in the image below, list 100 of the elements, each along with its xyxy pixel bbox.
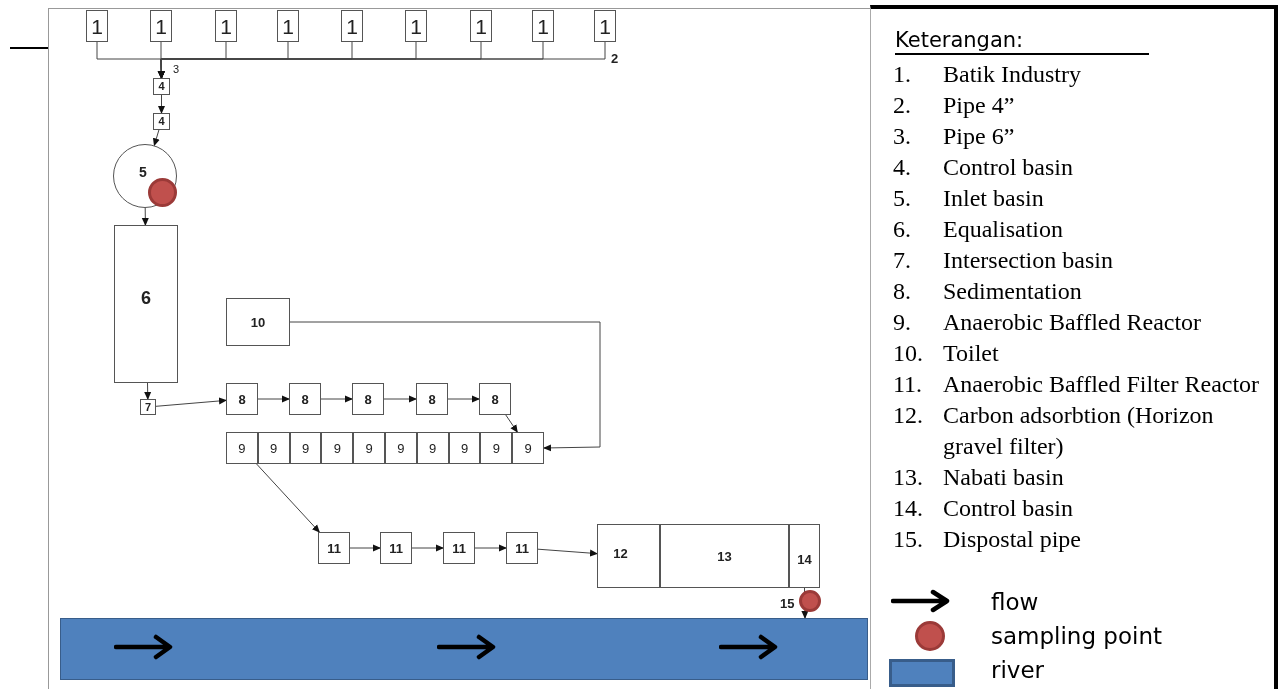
legend-item-text: Nabati basin — [943, 463, 1065, 492]
flow-arrow — [349, 544, 381, 552]
process-box — [470, 10, 492, 42]
list-number: 3. — [893, 122, 912, 151]
node-number: 1 — [220, 15, 232, 37]
node-number: 8 — [364, 392, 372, 406]
legend-item-text: Anaerobic Baffled Reactor — [943, 308, 1203, 337]
process-box — [257, 432, 290, 464]
list-number: 14. — [893, 494, 924, 523]
legend-item-text: Dispostal pipe — [943, 525, 1082, 554]
flow-arrow — [141, 207, 149, 226]
legend-item-text: Toilet — [943, 339, 1000, 368]
process-box — [150, 10, 172, 42]
process-box — [512, 432, 544, 464]
node-number: 1 — [475, 15, 487, 37]
node-number: 12 — [613, 546, 628, 560]
list-number: 15. — [893, 525, 924, 554]
process-box — [443, 532, 475, 564]
list-number: 4. — [893, 153, 912, 182]
node-number: 9 — [238, 441, 246, 455]
flow-arrow — [144, 382, 152, 400]
node-number: 7 — [144, 401, 152, 413]
flow-arrow — [411, 544, 444, 552]
node-number: 9 — [333, 441, 341, 455]
node-number: 11 — [515, 541, 529, 555]
list-number: 10. — [893, 339, 924, 368]
process-box — [480, 432, 513, 464]
flow-arrow — [447, 395, 480, 403]
process-box — [215, 10, 237, 42]
legend-label: sampling point — [991, 622, 1162, 651]
list-number: 8. — [893, 277, 912, 306]
node-number: 13 — [717, 549, 732, 563]
node-number: 6 — [141, 289, 151, 307]
process-box — [506, 532, 538, 564]
node-number: 8 — [301, 392, 309, 406]
flow-arrow — [383, 395, 417, 403]
callout-number: 15 — [780, 597, 795, 610]
legend-label: flow — [991, 588, 1039, 617]
node-number: 1 — [282, 15, 294, 37]
process-box — [341, 10, 363, 42]
legend-item-text: Control basin — [943, 153, 1074, 182]
process-box — [277, 10, 299, 42]
node-number: 9 — [270, 441, 278, 455]
node-number: 1 — [91, 15, 103, 37]
legend-title: Keterangan: — [895, 27, 1149, 55]
list-number: 11. — [893, 370, 924, 399]
node-number: 1 — [155, 15, 167, 37]
process-box — [352, 383, 384, 415]
node-number: 8 — [491, 392, 499, 406]
process-box — [321, 432, 354, 464]
node-number: 9 — [492, 441, 500, 455]
legend-item-text: Intersection basin — [943, 246, 1114, 275]
node-number: 8 — [428, 392, 436, 406]
process-box — [594, 10, 616, 42]
node-number: 14 — [797, 552, 812, 566]
process-box — [416, 432, 449, 464]
node-number: 11 — [452, 541, 466, 555]
flow-arrow — [158, 94, 165, 114]
legend-item-text: Batik Industry — [943, 60, 1082, 89]
flow-arrow — [152, 129, 160, 147]
node-number: 1 — [346, 15, 358, 37]
flow-arrow — [320, 395, 353, 403]
node-number: 9 — [365, 441, 373, 455]
process-box — [226, 432, 258, 464]
flow-arrow — [155, 397, 227, 407]
process-box — [385, 432, 417, 464]
flow-arrow — [537, 548, 598, 557]
process-box — [597, 524, 660, 588]
node-number: 11 — [327, 541, 341, 555]
process-box — [86, 10, 108, 42]
node-number: 9 — [524, 441, 532, 455]
node-number: 8 — [238, 392, 246, 406]
legend-item-text: Sedimentation — [943, 277, 1083, 306]
legend-item-text: Control basin — [943, 494, 1074, 523]
list-number: 7. — [893, 246, 912, 275]
process-box — [353, 432, 385, 464]
process-box — [789, 524, 820, 588]
node-number: 5 — [139, 165, 147, 179]
process-box — [660, 524, 789, 588]
node-number: 10 — [250, 315, 266, 329]
node-number: 4 — [158, 116, 165, 127]
flow-arrow — [256, 463, 320, 533]
list-number: 2. — [893, 91, 912, 120]
process-box — [532, 10, 554, 42]
process-box — [289, 383, 321, 415]
node-number: 9 — [460, 441, 469, 455]
legend-item-text: Equalisation — [943, 215, 1064, 244]
node-number: 1 — [599, 15, 611, 37]
node-number: 1 — [537, 15, 549, 37]
process-box — [479, 383, 511, 415]
node-number: 11 — [389, 541, 403, 555]
process-box — [140, 399, 156, 415]
callout-number: 2 — [611, 52, 619, 65]
node-number: 4 — [158, 81, 165, 92]
legend-item-text: Anaerobic Baffled Filter Reactor — [943, 370, 1261, 399]
flow-arrow — [505, 414, 518, 433]
flow-arrow — [474, 544, 507, 552]
node-number: 9 — [301, 441, 310, 455]
flow-arrow — [257, 395, 290, 403]
list-number: 5. — [893, 184, 912, 213]
